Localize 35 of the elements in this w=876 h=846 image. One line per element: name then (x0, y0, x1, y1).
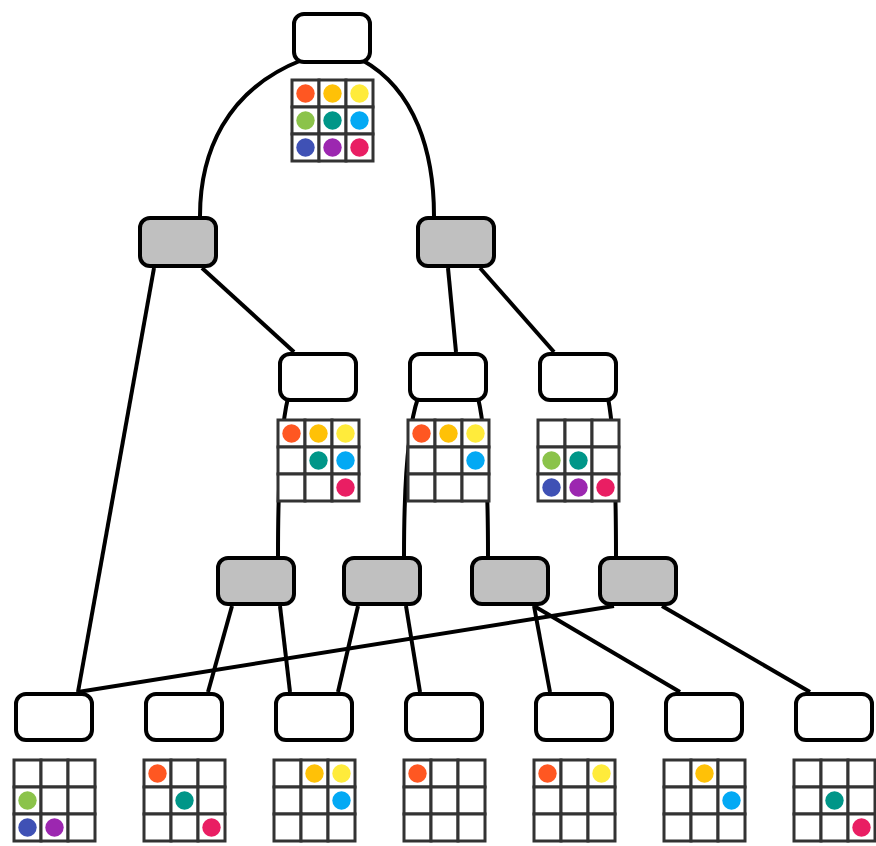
connector-line (360, 58, 436, 217)
node-box (292, 12, 372, 64)
connector-line (446, 267, 458, 353)
connector-line (533, 604, 681, 694)
connector-line (606, 397, 618, 556)
connector-line (77, 604, 615, 694)
shaded-node-box (470, 556, 550, 606)
shaded-node-box (216, 556, 296, 606)
connector-line (200, 266, 296, 354)
shaded-node-box (138, 216, 218, 268)
node-box (278, 352, 358, 402)
node-box (794, 692, 874, 742)
connector-line (278, 605, 292, 693)
node-box (404, 692, 484, 742)
connector-line (276, 397, 290, 556)
connector-line (532, 605, 552, 693)
node-box (664, 692, 744, 742)
connector-line (198, 58, 303, 217)
node-box (534, 692, 614, 742)
node-box (14, 692, 94, 742)
shaded-node-box (598, 556, 678, 606)
node-box (274, 692, 354, 742)
connector-line (336, 605, 360, 693)
shaded-node-box (342, 556, 422, 606)
connector-line (478, 266, 556, 354)
node-box (144, 692, 224, 742)
connector-line (402, 397, 420, 556)
connector-line (661, 604, 811, 694)
connector-line (76, 267, 156, 693)
connector-line (404, 605, 422, 693)
node-box (538, 352, 618, 402)
connector-line (476, 397, 490, 556)
node-box (408, 352, 488, 402)
connector-line (206, 605, 234, 693)
shaded-node-box (416, 216, 496, 268)
